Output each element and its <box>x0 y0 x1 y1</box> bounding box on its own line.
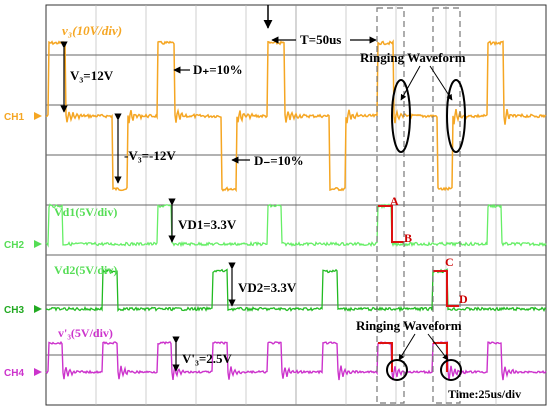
ch4-waveform <box>45 340 547 381</box>
ch2-marker <box>34 240 42 248</box>
ringing-pointer-2 <box>429 65 453 101</box>
ringing-label-bottom: Ringing Waveform <box>356 318 462 333</box>
ch1-scale-label: v₃(10V/div) <box>62 23 122 38</box>
ringing-pointer-3 <box>398 333 416 361</box>
vd2-label: VD2=3.3V <box>238 280 297 295</box>
ringing-ellipse-2 <box>446 79 466 153</box>
ringing-pointer-4 <box>427 333 449 361</box>
period-label: T=50us <box>300 32 341 47</box>
ch3-scale-label: Vd2(5V/div) <box>54 263 117 277</box>
ch2-waveform <box>45 203 547 248</box>
ch1-marker <box>34 112 42 120</box>
grid <box>46 5 546 405</box>
ringing-circle-1 <box>386 359 408 381</box>
waveforms <box>45 39 547 381</box>
d-minus-label: D₋=10% <box>254 153 304 168</box>
ch2-label: CH2 <box>4 240 24 251</box>
point-c-label: C <box>445 255 454 269</box>
timebase-label: Time:25us/div <box>448 387 521 401</box>
highlight-box-2 <box>432 7 461 404</box>
ch4-label: CH4 <box>4 368 24 379</box>
ch3-label: CH3 <box>4 305 24 316</box>
ringing-label-top: Ringing Waveform <box>360 50 466 65</box>
point-d-label: D <box>459 292 468 306</box>
ch4-marker <box>34 368 42 376</box>
vprime-label: V'₃=2.5V <box>182 351 233 366</box>
v3-pos-label: V₃=12V <box>70 68 114 83</box>
point-a-label: A <box>390 194 399 208</box>
ch1-waveform <box>45 39 547 193</box>
ringing-circle-2 <box>440 359 462 381</box>
highlight-segment-ch4-b <box>433 342 448 372</box>
highlight-segment-cd <box>433 270 459 307</box>
point-b-label: B <box>404 231 412 245</box>
ch2-scale-label: Vd1(5V/div) <box>54 205 117 219</box>
ringing-pointer-1 <box>400 65 421 101</box>
d-plus-label: D₊=10% <box>193 62 243 77</box>
v3-neg-label: -V₃=-12V <box>124 148 176 163</box>
highlight-segment-ab <box>378 205 404 243</box>
ch1-label: CH1 <box>4 112 24 123</box>
vd1-label: VD1=3.3V <box>178 217 237 232</box>
ch3-waveform <box>45 268 547 313</box>
ch4-scale-label: v'₃(5V/div) <box>58 326 113 340</box>
highlight-box-1 <box>376 7 405 404</box>
ringing-ellipse-1 <box>391 79 411 153</box>
ch3-marker <box>34 305 42 313</box>
